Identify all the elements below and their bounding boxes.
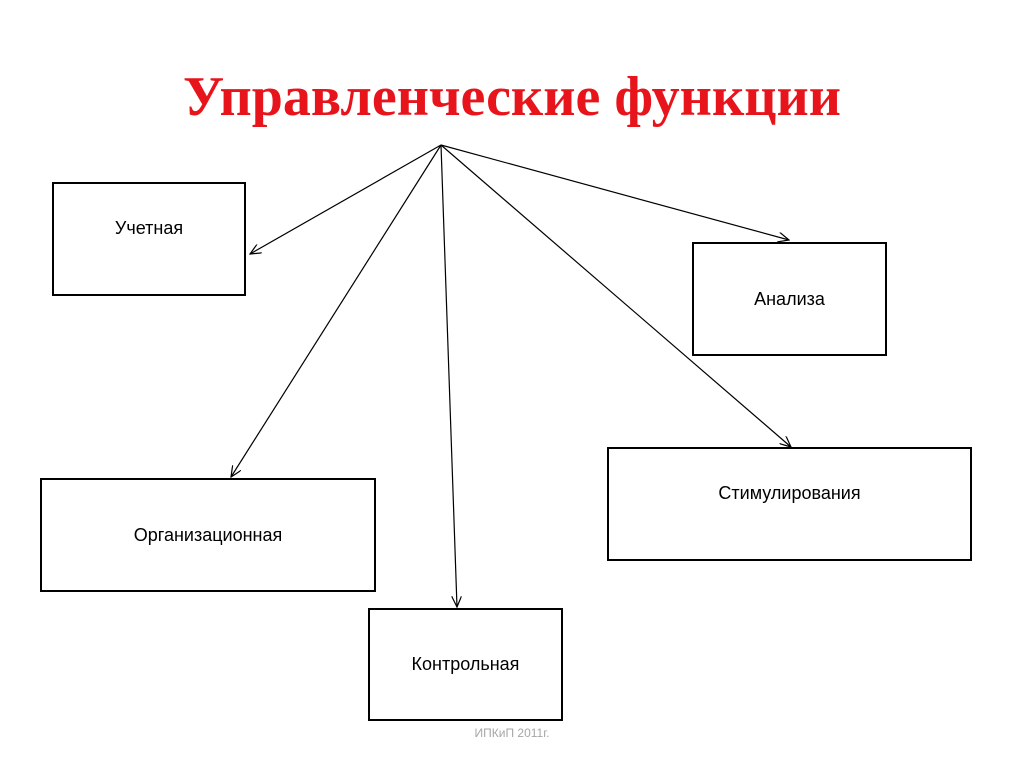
box-analiza: Анализа	[692, 242, 887, 356]
box-analiza-label: Анализа	[754, 288, 825, 309]
arrow-to-kontrolnaya	[440, 144, 457, 607]
slide-title: Управленческие функции	[183, 66, 841, 128]
box-kontrolnaya: Контрольная	[368, 608, 563, 721]
footer-text: ИПКиП 2011г.	[474, 726, 550, 740]
arrow-to-stimulirovaniya	[440, 144, 791, 447]
arrow-to-organizatsionnaya	[231, 144, 442, 477]
arrow-to-uchetnaya	[250, 144, 442, 254]
box-organizatsionnaya-label: Организационная	[133, 524, 283, 545]
box-stimulirovaniya-label: Стимулирования	[718, 482, 861, 503]
box-stimulirovaniya: Стимулирования	[607, 447, 972, 561]
box-uchetnaya: Учетная	[52, 182, 246, 296]
arrow-to-analiza	[440, 144, 789, 240]
box-uchetnaya-label: Учетная	[114, 217, 184, 238]
box-organizatsionnaya: Организационная	[40, 478, 376, 592]
box-kontrolnaya-label: Контрольная	[411, 654, 520, 674]
